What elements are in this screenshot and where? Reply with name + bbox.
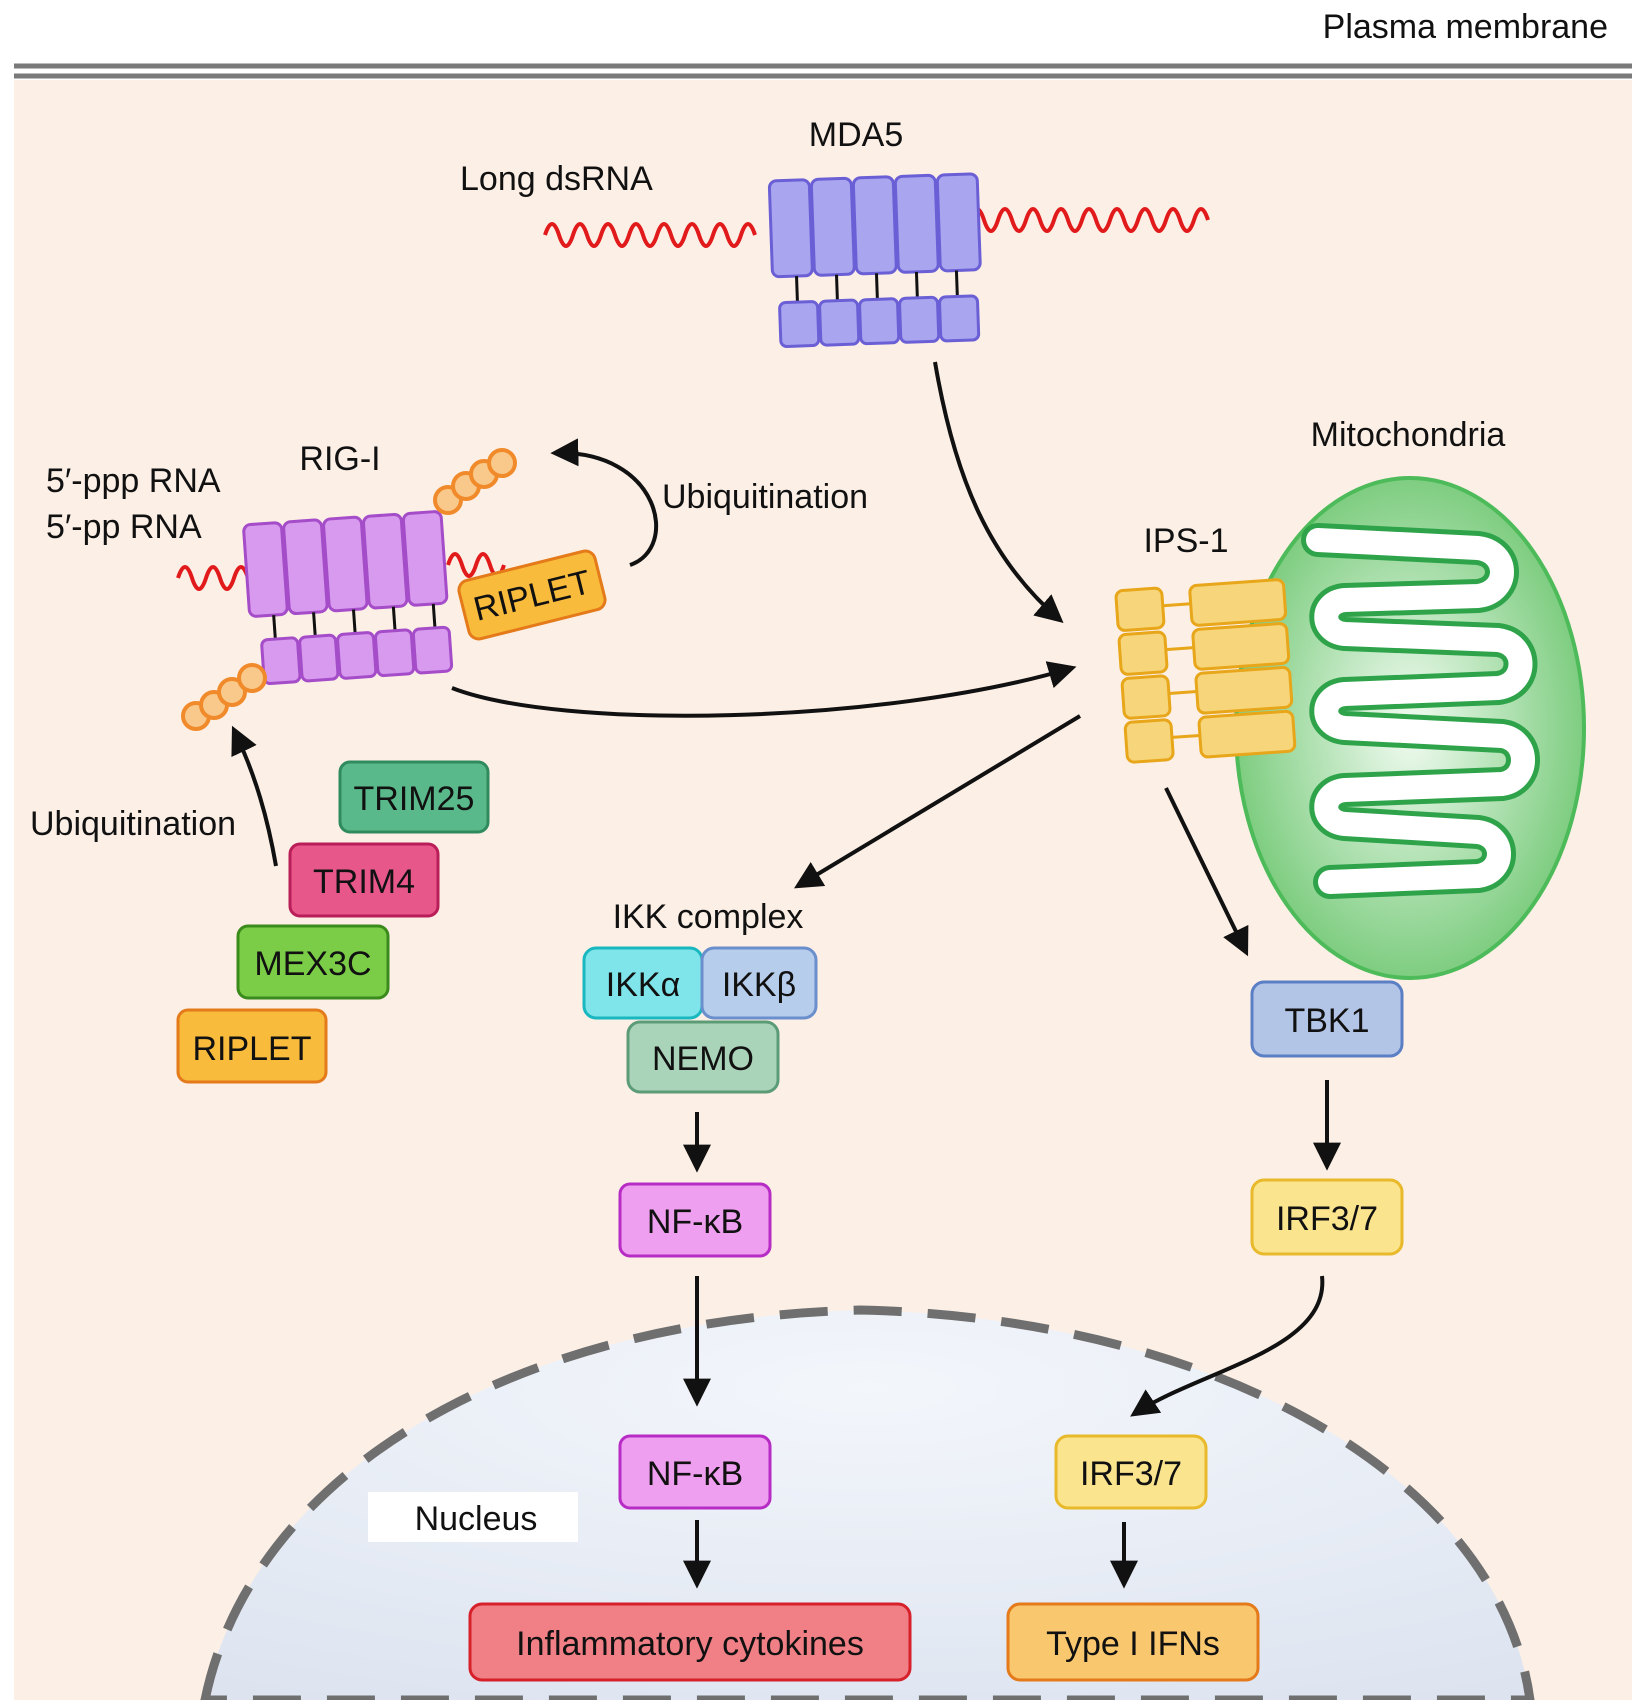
ips1-protein (1114, 578, 1297, 764)
rig-i-protein (242, 510, 454, 686)
riplet-box: RIPLET (176, 1008, 328, 1084)
trim25-box: TRIM25 (338, 760, 490, 834)
mex3c-box: MEX3C (236, 924, 390, 1000)
mex3c-label: MEX3C (254, 945, 371, 983)
nfkb-nucleus-box: NF-κB (618, 1434, 772, 1510)
arrow-irf-to-nucleus (1130, 1275, 1325, 1417)
arrow-ips1-to-tbk1 (1164, 787, 1249, 957)
mitochondrion (1234, 476, 1586, 980)
ubiquitin-chain-upper (433, 448, 517, 515)
ikk-alpha-box: IKKα (582, 946, 704, 1020)
arrow-rig-i-to-ips1 (451, 661, 1077, 718)
irf-cytoplasm-box: IRF3/7 (1250, 1178, 1404, 1256)
inflammatory-cytokines-box: Inflammatory cytokines (468, 1602, 912, 1682)
irf-nucleus-box: IRF3/7 (1054, 1434, 1208, 1510)
ubiquitin-chain-lower (181, 663, 267, 731)
nemo-box: NEMO (626, 1020, 780, 1094)
ikk-beta-label: IKKβ (722, 966, 796, 1004)
ips1-card-domains (1114, 586, 1175, 764)
mda5-helicase-domains (767, 172, 982, 279)
long-dsrna-label: Long dsRNA (460, 160, 653, 198)
ikk-complex-label: IKK complex (613, 898, 804, 936)
mda5-label: MDA5 (809, 116, 903, 154)
rig-i-rna-strand-left (176, 565, 250, 591)
irf-cytoplasm-label: IRF3/7 (1276, 1200, 1378, 1238)
trim4-box: TRIM4 (288, 842, 440, 918)
ubiquitination-arrow-left (231, 725, 278, 867)
rig-i-card-domains (260, 625, 454, 686)
nemo-label: NEMO (652, 1040, 754, 1078)
arrow-mda5-to-ips1 (933, 361, 1064, 624)
rig-i-linkers (272, 603, 437, 640)
nfkb-nucleus-label: NF-κB (647, 1455, 743, 1493)
rig-i-helicase-domains (242, 510, 449, 618)
pp-rna-label: 5′-pp RNA (46, 508, 202, 546)
ips1-tm-domains (1188, 578, 1297, 759)
nfkb-cytoplasm-box: NF-κB (618, 1182, 772, 1258)
type1-ifns-label: Type I IFNs (1046, 1625, 1220, 1663)
type1-ifns-box: Type I IFNs (1006, 1602, 1260, 1682)
ubiquitination-label-top: Ubiquitination (662, 478, 868, 516)
mda5-linkers (795, 270, 959, 303)
ikk-alpha-label: IKKα (606, 966, 680, 1004)
ppp-rna-label: 5′-ppp RNA (46, 462, 221, 500)
mda5-protein (767, 172, 982, 348)
tbk1-label: TBK1 (1284, 1002, 1369, 1040)
ips1-label: IPS-1 (1143, 522, 1228, 560)
long-dsrna-strand-right (968, 207, 1210, 233)
mda5-card-domains (778, 294, 981, 348)
inflammatory-cytokines-label: Inflammatory cytokines (516, 1625, 864, 1663)
tbk1-box: TBK1 (1250, 980, 1404, 1058)
trim4-label: TRIM4 (313, 863, 415, 901)
long-dsrna-strand-left (543, 222, 757, 248)
ips1-linkers (1162, 602, 1200, 739)
irf-nucleus-label: IRF3/7 (1080, 1455, 1182, 1493)
ubiquitination-label-left: Ubiquitination (30, 805, 236, 843)
riplet-label: RIPLET (192, 1030, 311, 1068)
ikk-beta-box: IKKβ (700, 946, 818, 1020)
arrow-ips1-to-ikk (794, 714, 1082, 889)
plasma-membrane-label: Plasma membrane (1323, 8, 1608, 46)
ubiquitination-arrow-top (550, 438, 659, 567)
trim25-label: TRIM25 (354, 780, 475, 818)
nucleus-label: Nucleus (415, 1500, 538, 1538)
mitochondria-label: Mitochondria (1311, 416, 1506, 454)
nfkb-cytoplasm-label: NF-κB (647, 1203, 743, 1241)
rig-i-label: RIG-I (299, 440, 380, 478)
nucleus-label-bg (368, 1492, 578, 1542)
